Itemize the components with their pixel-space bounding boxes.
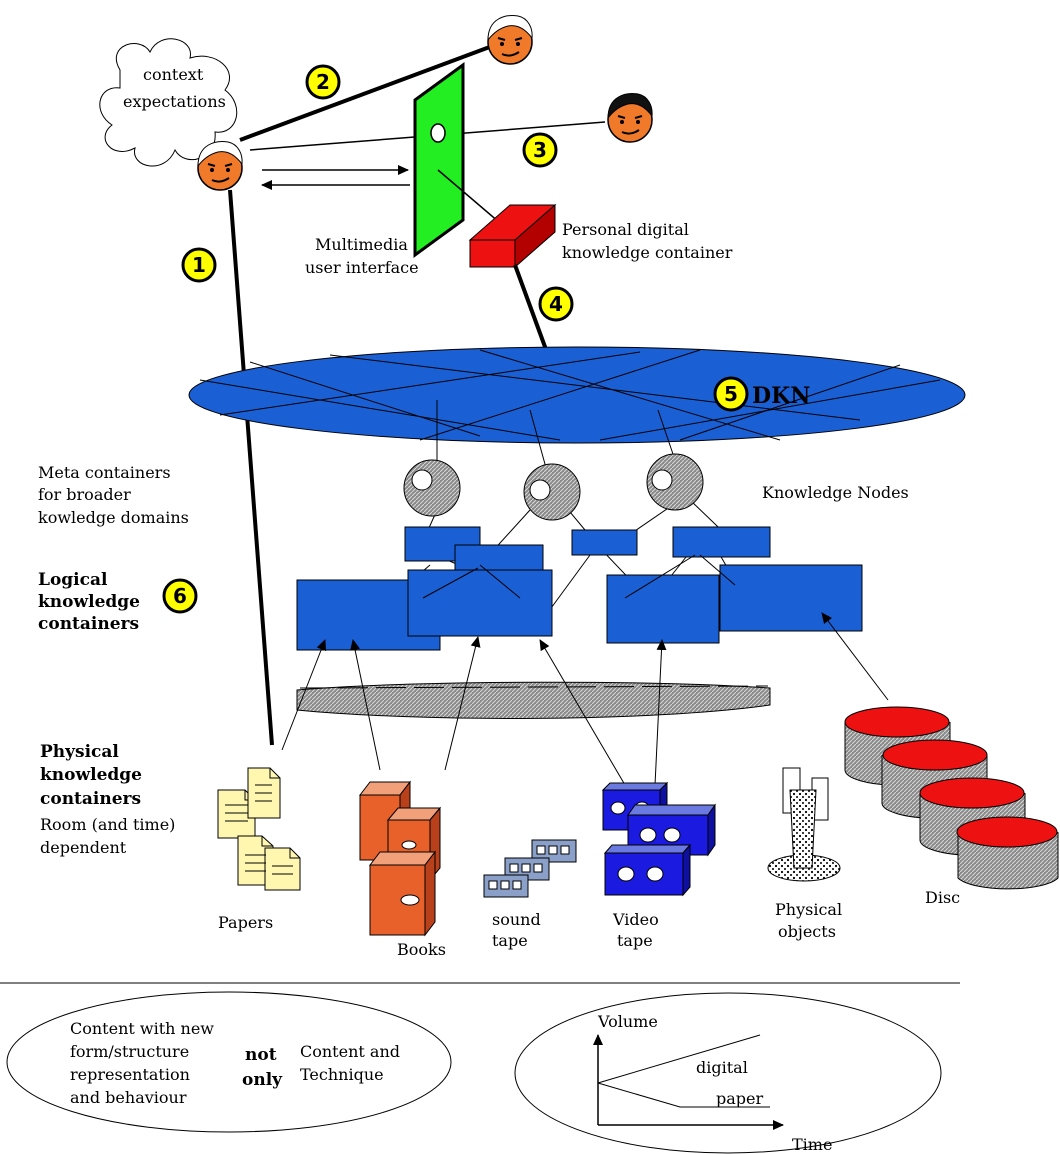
user-face-icon: [197, 140, 244, 191]
content-ellipse: [6, 991, 452, 1133]
bl-ct-1: Content and: [300, 1042, 400, 1061]
cloud-label-context: context: [143, 65, 204, 84]
label-sound-2: tape: [492, 931, 528, 950]
bl-line-1: Content with new: [70, 1019, 214, 1038]
svg-text:4: 4: [549, 292, 563, 316]
label-physobj-2: objects: [778, 922, 836, 941]
label-knowledge-nodes: Knowledge Nodes: [762, 483, 909, 502]
label-meta-2: for broader: [38, 485, 131, 504]
svg-text:6: 6: [173, 584, 187, 608]
label-paper: paper: [716, 1089, 763, 1108]
bl-only: only: [242, 1070, 283, 1090]
label-video-2: tape: [617, 931, 653, 950]
label-books: Books: [397, 940, 446, 959]
bl-not: not: [245, 1045, 277, 1065]
svg-text:2: 2: [316, 70, 330, 94]
label-sound-1: sound: [492, 910, 541, 929]
badge-1: 1: [181, 247, 217, 283]
books-icon: [358, 780, 442, 937]
video-tape-icon: [601, 781, 716, 897]
label-disc: Disc: [925, 888, 960, 907]
link-pdkc-to-dkn: [513, 264, 550, 356]
dkn-network: [188, 346, 966, 444]
graph-digital-line: [597, 1034, 761, 1084]
meta-containers: [404, 526, 771, 579]
label-user-interface: user interface: [305, 258, 419, 277]
bl-line-4: and behaviour: [70, 1088, 187, 1107]
label-digital: digital: [696, 1058, 748, 1077]
interface-camera-icon: [430, 123, 446, 143]
logical-containers: [296, 564, 863, 651]
label-volume: Volume: [597, 1012, 658, 1031]
link-user-to-papers: [228, 189, 274, 746]
remote-peer-face-icon: [607, 92, 654, 143]
graph-paper-line: [597, 1082, 770, 1108]
context-cloud: [99, 38, 238, 167]
label-time: Time: [792, 1135, 832, 1154]
label-meta-1: Meta containers: [38, 463, 171, 482]
bl-ct-2: Technique: [300, 1065, 384, 1084]
label-dkn: DKN: [752, 383, 810, 409]
link-user-to-peer: [239, 43, 496, 142]
logical-inner-links: [422, 554, 736, 599]
cloud-label-expectations: expectations: [123, 92, 226, 111]
digitization-arrows: [281, 612, 889, 786]
label-papers: Papers: [218, 913, 273, 932]
digitizer-dashed-line: [299, 685, 769, 689]
growth-ellipse: [514, 992, 942, 1154]
papers-icon: [217, 767, 301, 891]
knowledge-node-2: [523, 463, 581, 521]
svg-text:5: 5: [724, 382, 738, 406]
knowledge-node-1: [403, 459, 461, 517]
label-pdkc-1: Personal digital: [562, 220, 689, 239]
badge-6: 6: [162, 578, 198, 614]
label-logical-1: Logical: [38, 570, 108, 590]
label-physical-3: containers: [40, 789, 141, 809]
label-video-1: Video: [612, 910, 659, 929]
label-meta-3: kowledge domains: [38, 508, 189, 527]
bl-line-3: representation: [70, 1065, 190, 1084]
label-logical-2: knowledge: [38, 592, 140, 612]
label-room-2: dependent: [40, 838, 127, 857]
bl-line-2: form/structure: [70, 1042, 189, 1061]
label-multimedia: Multimedia: [315, 235, 408, 254]
svg-text:3: 3: [533, 138, 547, 162]
digitizer-bar: [296, 681, 771, 719]
label-room-1: Room (and time): [40, 815, 175, 834]
badge-4: 4: [538, 286, 574, 322]
knowledge-node-3: [646, 453, 704, 511]
multimedia-interface-panel: [413, 62, 465, 258]
personal-knowledge-container: [469, 239, 516, 268]
disc-stack-icon: [844, 706, 1059, 890]
label-physobj-1: Physical: [775, 900, 842, 919]
physical-objects-icon: [767, 767, 841, 882]
svg-text:1: 1: [192, 253, 206, 277]
peer-face-icon: [487, 14, 534, 65]
dkn-mesh-lines: [199, 349, 941, 441]
badge-5: 5: [713, 376, 749, 412]
label-physical-1: Physical: [40, 742, 119, 762]
badge-2: 2: [305, 64, 341, 100]
badge-3: 3: [522, 132, 558, 168]
label-logical-3: containers: [38, 614, 139, 634]
label-physical-2: knowledge: [40, 765, 142, 785]
sound-tape-icon: [483, 839, 577, 898]
label-pdkc-2: knowledge container: [562, 243, 733, 262]
